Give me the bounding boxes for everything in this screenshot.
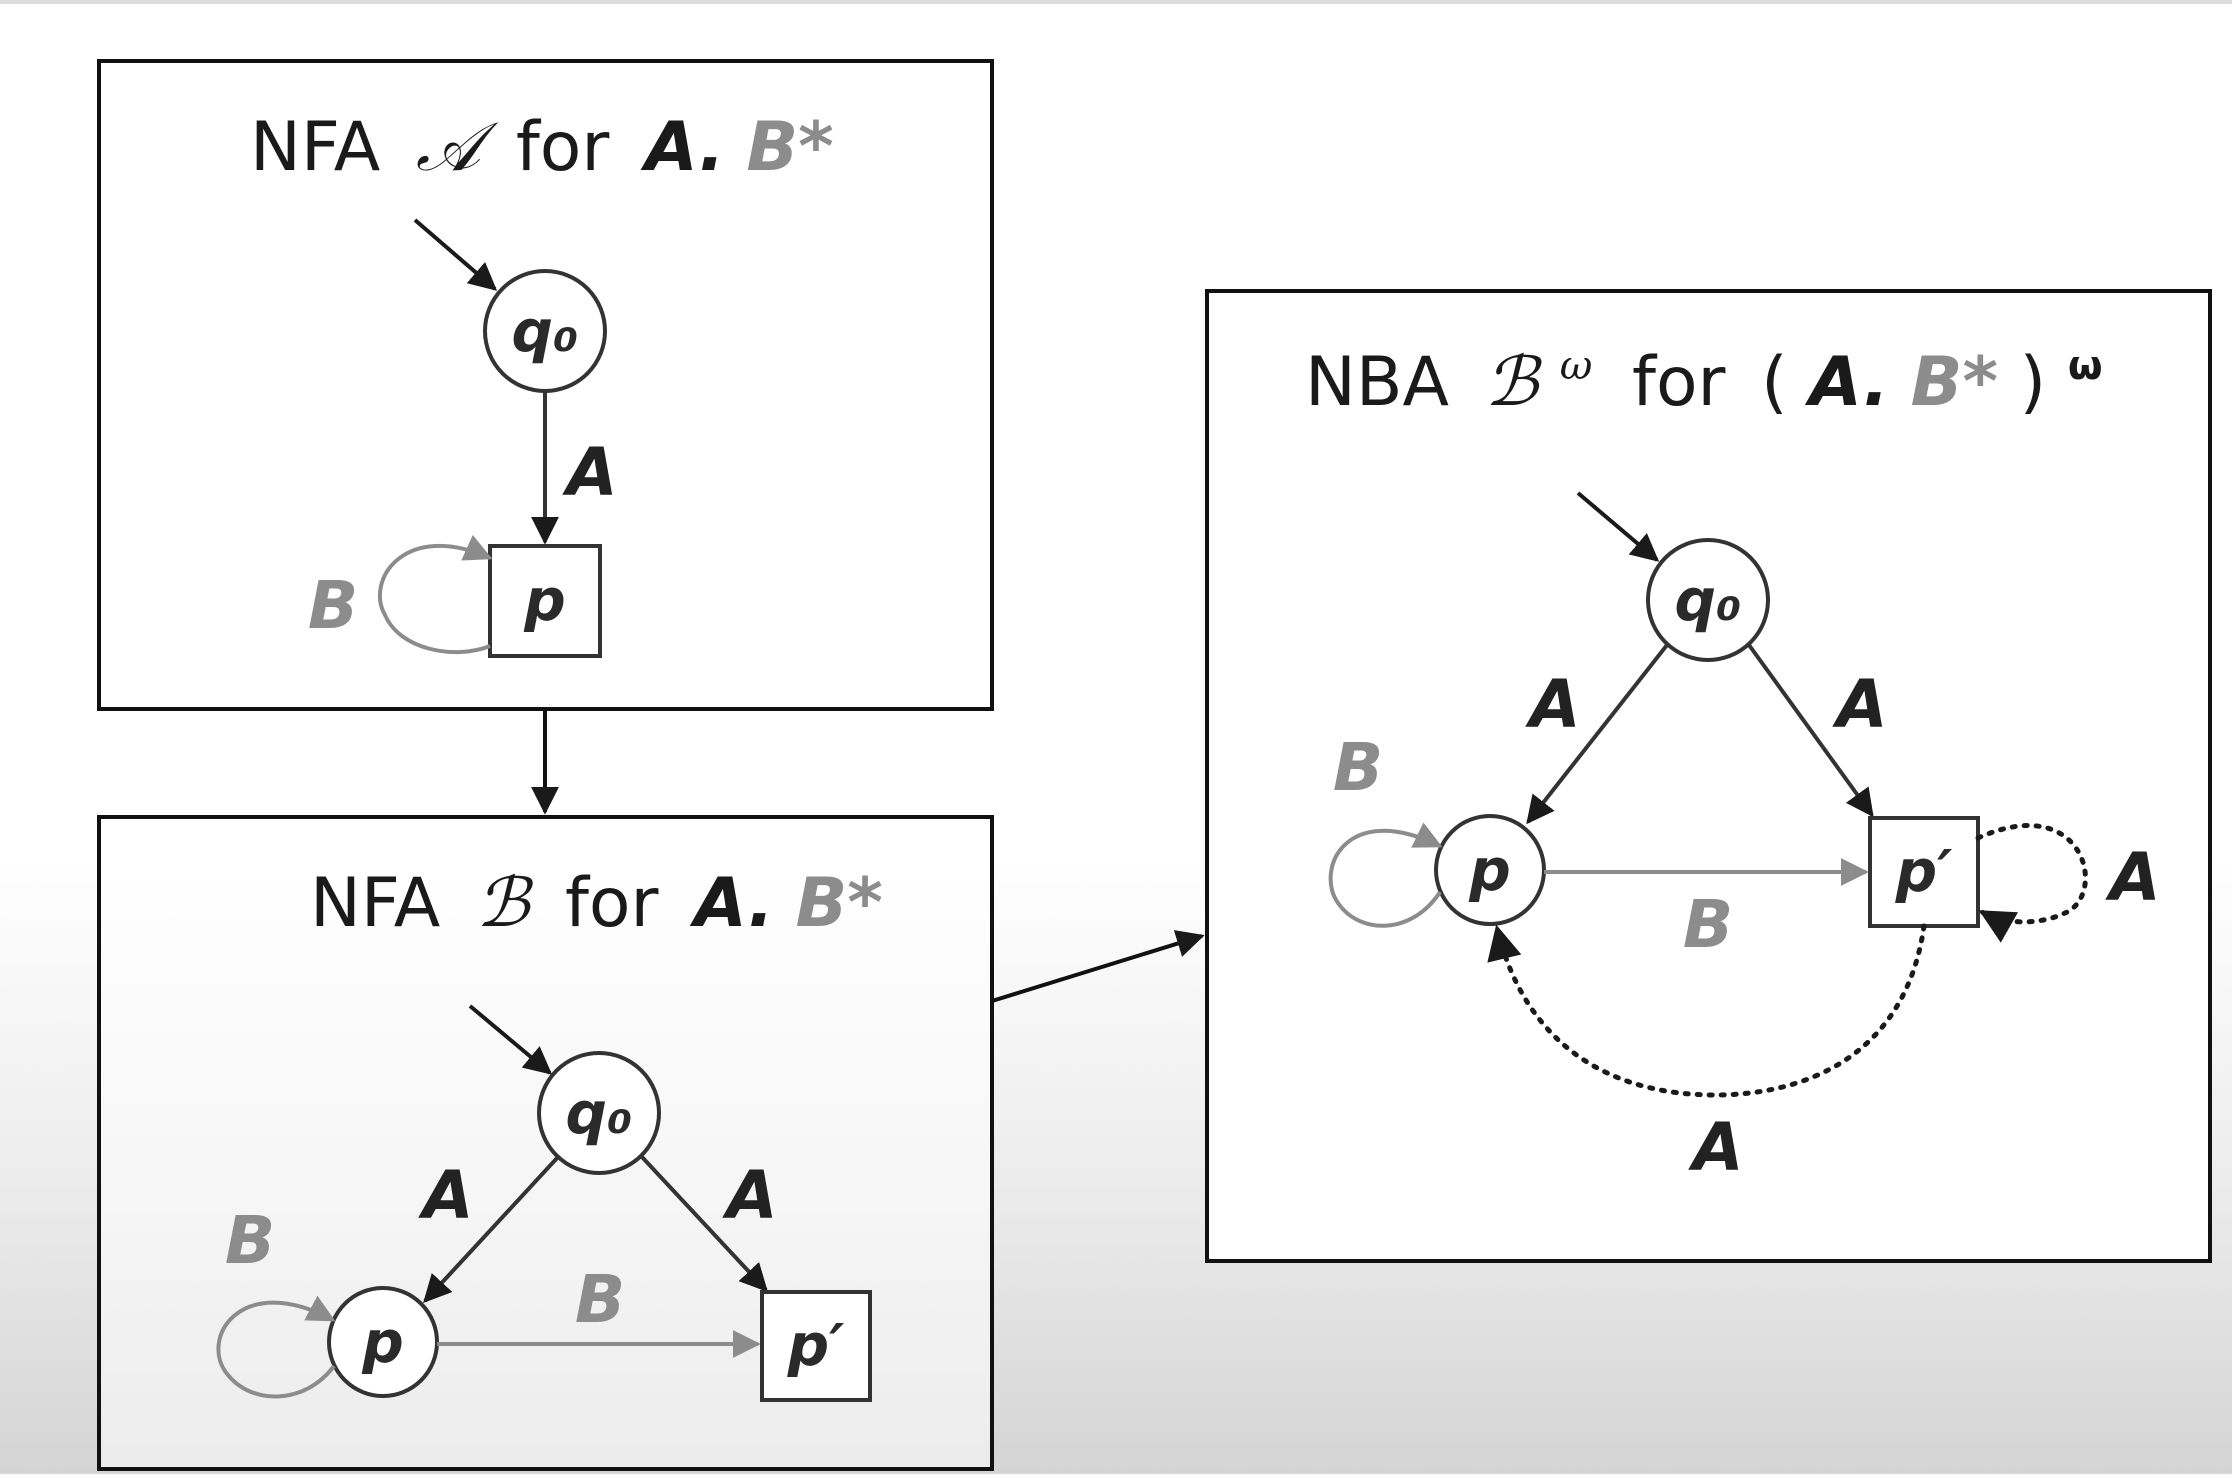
nba-label-p-loop: B [1333,729,1383,806]
nfa-b-edge-q0-pprime [640,1155,768,1293]
nba-edge-pprime-p [1487,923,1927,1098]
nfa-b-title: NFA ℬ for A. B* [310,864,883,943]
nba-label-pprime-p: A [1687,1109,1743,1186]
nfa-a-label-p-loop: B [308,567,358,644]
nba-label-q0-pprime: A [1831,666,1887,743]
nfa-b-state-p: p [327,1286,439,1398]
nba-label-q0-p: A [1524,666,1580,743]
nba-initial-arrow [1576,491,1660,562]
nba-title: NBA ℬ ω for ( A. B* ) ω [1305,317,2103,422]
nfa-b-label-q0-p: A [417,1157,473,1234]
nfa-a-state-p: p [488,544,602,658]
svg-text:q₀: q₀ [1675,566,1742,634]
svg-text:p: p [1468,836,1511,904]
svg-text:p: p [523,566,566,634]
connector-b-to-nba [991,930,1205,1003]
top-strip [0,0,2232,4]
nfa-b-edge-q0-p [423,1155,560,1304]
nba-state-p: p [1434,814,1546,926]
nfa-b-state-pprime: p′ [760,1290,872,1402]
nfa-a-initial-arrow [413,218,498,291]
nfa-a-box: NFA 𝒜 for A. B* q₀ A p B [97,59,994,711]
svg-text:q₀: q₀ [566,1079,633,1147]
nfa-a-state-q0: q₀ [483,269,607,393]
nfa-b-state-q0: q₀ [537,1051,661,1175]
nba-box: NBA ℬ ω for ( A. B* ) ω q₀ A A p B B [1205,289,2212,1263]
nba-edge-q0-pprime [1747,643,1874,818]
svg-text:p′: p′ [787,1311,845,1379]
nba-edge-p-loop [1328,822,1443,928]
nfa-a-title: NFA 𝒜 for A. B* [250,108,834,187]
nfa-b-label-q0-pprime: A [721,1157,777,1234]
nba-label-p-pprime: B [1683,886,1733,963]
nfa-b-edge-p-loop [216,1295,336,1399]
nfa-b-box: NFA ℬ for A. B* q₀ A A p B B p′ [97,815,994,1471]
nba-state-q0: q₀ [1646,538,1770,662]
svg-text:p: p [361,1308,404,1376]
nba-edge-pprime-loop [1975,823,2088,943]
nba-state-pprime: p′ [1868,816,1980,928]
nfa-b-label-p-loop: B [225,1202,275,1279]
nba-edge-q0-p [1526,643,1669,825]
nfa-b-label-p-pprime: B [575,1261,625,1338]
nfa-a-edge-p-loop [378,534,493,654]
svg-text:p′: p′ [1895,837,1953,905]
nba-label-pprime-loop: A [2104,839,2160,916]
svg-text:q₀: q₀ [512,297,579,365]
nfa-b-initial-arrow [468,1004,553,1075]
nfa-a-label-q0-p: A [561,434,617,511]
